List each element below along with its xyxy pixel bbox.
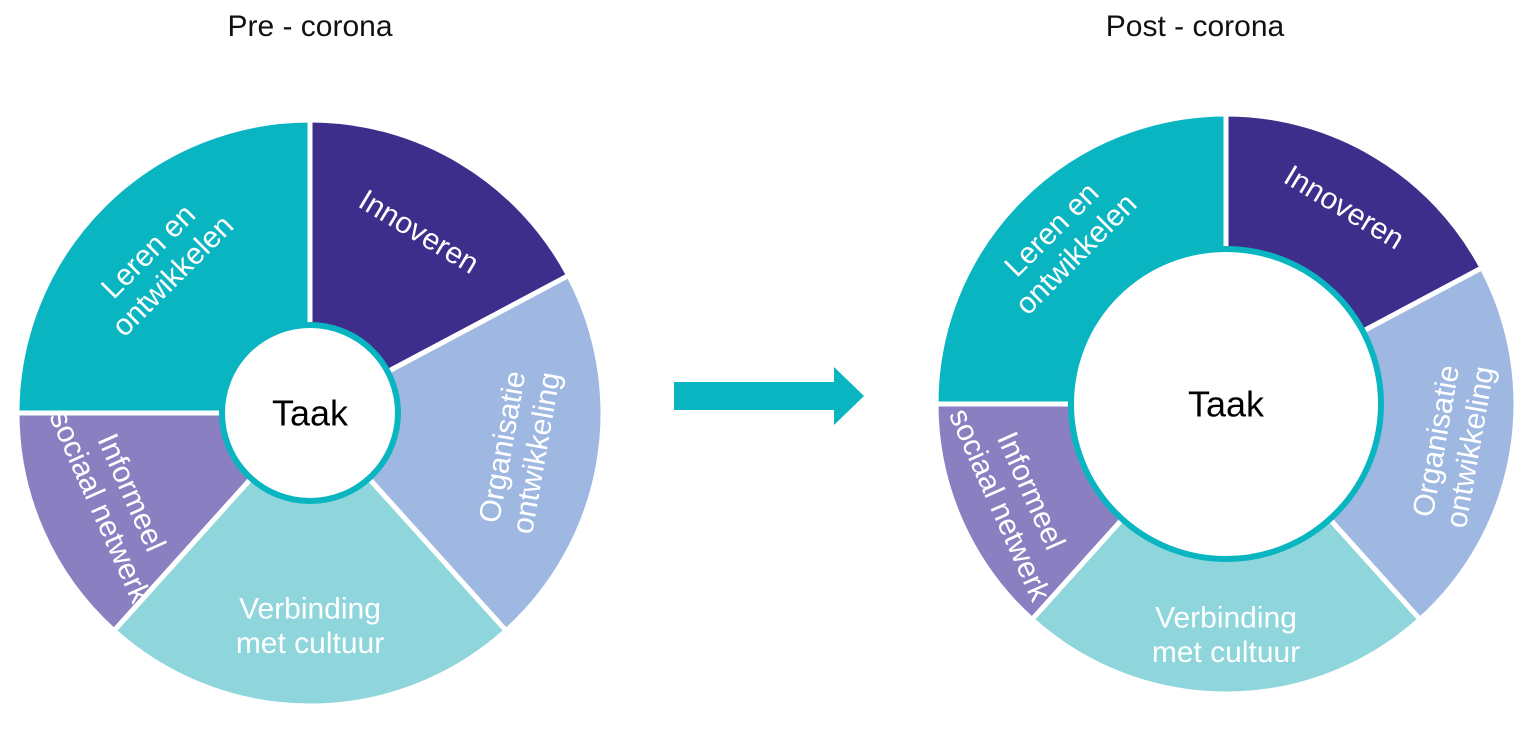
pre-corona-center-circle [219, 322, 401, 504]
pre-corona-center-label: Taak [272, 393, 349, 434]
post-corona-center-circle [1068, 246, 1384, 562]
post-corona-center-label: Taak [1188, 384, 1265, 425]
post-corona-title: Post - corona [1105, 10, 1285, 43]
pre-corona-title: Pre - corona [227, 10, 393, 43]
transition-arrow [674, 367, 864, 425]
